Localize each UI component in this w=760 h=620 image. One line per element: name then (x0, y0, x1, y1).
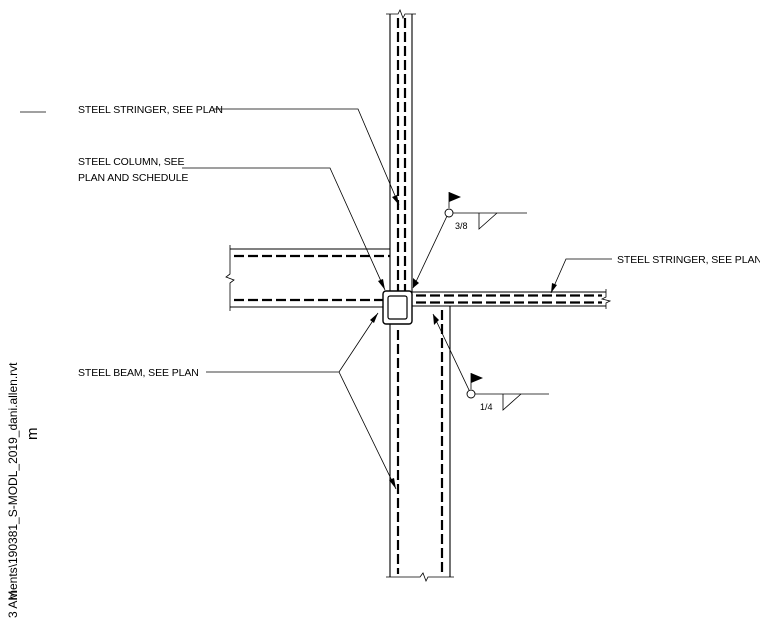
upper-vertical-stringer (386, 9, 416, 296)
weld-size-bottom: 1/4 (480, 402, 493, 412)
leader-stringer-top (213, 108, 400, 206)
sidebar-time: 3 AM (6, 591, 20, 618)
right-horizontal-stringer (412, 289, 612, 309)
sidebar-marker: m (24, 428, 41, 441)
sidebar-file-path: ments\190381_S-MODL_2019_dani.allen.rvt (6, 362, 20, 600)
steel-column-hss (382, 290, 413, 325)
label-beam: STEEL BEAM, SEE PLAN (78, 367, 199, 379)
left-horizontal-beam (225, 245, 390, 311)
label-column-line1: STEEL COLUMN, SEE (78, 156, 185, 168)
leader-stringer-right (550, 258, 612, 294)
label-stringer-right: STEEL STRINGER, SEE PLAN (617, 254, 760, 266)
label-stringer-top: STEEL STRINGER, SEE PLAN (78, 104, 223, 116)
label-column-line2: PLAN AND SCHEDULE (78, 172, 188, 184)
weld-symbol-bottom: 1/4 (432, 313, 549, 412)
weld-symbol-top: 3/8 (412, 192, 527, 289)
lower-vertical-beam (386, 306, 454, 582)
leader-column (182, 167, 386, 291)
weld-size-top: 3/8 (455, 221, 468, 231)
leader-beam (206, 312, 397, 490)
